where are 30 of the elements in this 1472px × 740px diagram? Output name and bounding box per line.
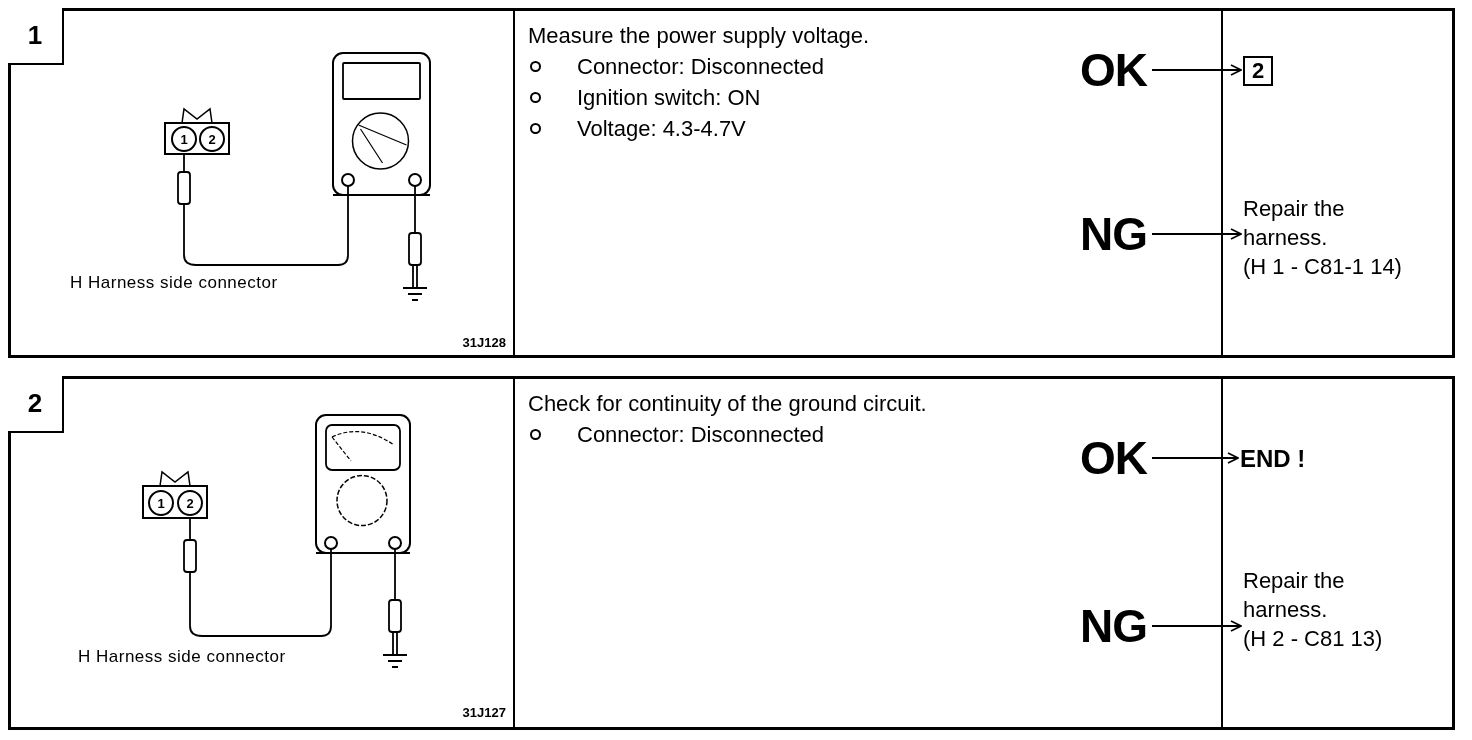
step-number-box: 1 — [8, 8, 64, 65]
step-number-box: 2 — [8, 376, 64, 433]
condition-text: Connector: Disconnected — [577, 421, 825, 449]
arrow — [1151, 620, 1242, 632]
arrow — [1151, 64, 1242, 76]
condition-text: Connector: Disconnected — [577, 53, 825, 81]
condition-text: Voltage: 4.3-4.7V — [577, 115, 746, 143]
result-verdict: OK — [1080, 44, 1150, 96]
action-text: Repair the harness. — [1243, 567, 1346, 624]
arrow — [1151, 228, 1242, 240]
connector-pin: 2 — [177, 490, 203, 516]
condition-text: Ignition switch: ON — [577, 84, 761, 112]
figure-code: 31J128 — [461, 334, 506, 352]
connector-pin: 1 — [148, 490, 174, 516]
reference-text: (H 2 - C81 13) — [1243, 625, 1384, 653]
connector-caption: H Harness side connector — [78, 646, 287, 668]
instruction-text: Check for continuity of the ground circuit. — [528, 390, 928, 418]
result-verdict: OK — [1080, 432, 1150, 484]
figure-code: 31J127 — [461, 704, 506, 722]
action-text: Repair the harness. — [1243, 195, 1346, 252]
result-verdict: NG — [1080, 600, 1150, 652]
reference-text: (H 1 - C81-1 14) — [1243, 253, 1403, 281]
instruction-text: Measure the power supply voltage. — [528, 22, 871, 50]
connector-pin: 1 — [171, 126, 197, 152]
connector-pin: 2 — [199, 126, 225, 152]
connector-caption: H Harness side connector — [70, 272, 279, 294]
result-verdict: NG — [1080, 208, 1150, 260]
end-text: END ! — [1240, 442, 1340, 476]
next-step-box: 2 — [1243, 56, 1273, 86]
arrow — [1151, 452, 1239, 464]
